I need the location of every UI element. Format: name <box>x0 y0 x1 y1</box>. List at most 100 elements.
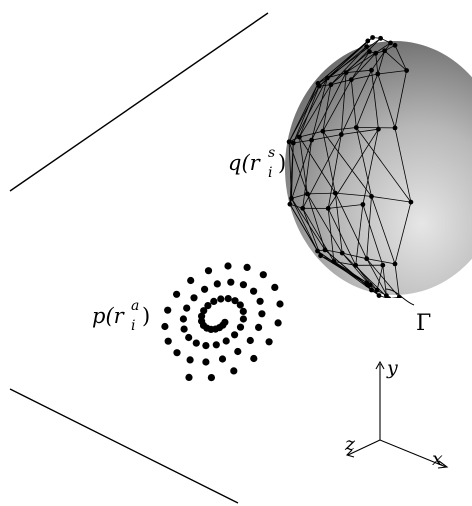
microphone-point <box>224 295 232 303</box>
mesh-edge <box>327 37 381 79</box>
mesh-edge <box>327 134 342 209</box>
mesh-edge <box>311 77 328 141</box>
mesh-edge <box>355 127 412 203</box>
mesh-edge <box>350 79 357 128</box>
microphone-point <box>210 297 218 305</box>
mesh-edge <box>377 50 385 75</box>
mesh-node <box>360 202 366 207</box>
axis-x-line <box>379 439 447 468</box>
axis-y-label: y <box>386 357 398 379</box>
mesh-edge <box>291 198 318 252</box>
microphone-point <box>164 337 172 345</box>
microphone-point <box>227 278 235 286</box>
mesh-edge <box>330 46 367 85</box>
mesh-node <box>289 196 294 201</box>
microphone-point <box>218 355 227 363</box>
pressure-label-main: p(r <box>92 304 126 328</box>
mesh-node <box>318 253 323 259</box>
coordinate-axes: y x z <box>344 357 449 470</box>
microphone-point <box>198 312 206 320</box>
microphone-point <box>250 354 258 363</box>
microphone-point <box>192 339 200 347</box>
mesh-edge <box>355 73 379 128</box>
mesh-edge <box>346 69 372 73</box>
mesh-node <box>322 247 328 253</box>
microphone-point <box>202 358 210 366</box>
microphone-point <box>271 283 279 291</box>
mesh-node <box>380 262 386 268</box>
mesh-node <box>378 35 383 41</box>
mesh-edge <box>366 258 396 265</box>
mesh-edge <box>307 192 336 195</box>
mesh-node <box>286 139 292 145</box>
microphone-point <box>180 325 188 333</box>
mesh-edge <box>376 265 384 291</box>
boundary-leader-line <box>385 288 415 306</box>
source-label-close: ) <box>278 151 286 175</box>
mesh-edge <box>371 70 379 130</box>
mesh-edge <box>322 79 352 132</box>
pressure-label-sup: a <box>131 298 139 314</box>
sphere-mesh <box>286 35 414 298</box>
mesh-node <box>309 137 314 143</box>
source-label-sub: i <box>268 165 272 181</box>
mesh-edge <box>362 129 379 205</box>
mesh-edge <box>307 193 343 254</box>
mesh-edge <box>292 77 328 144</box>
mesh-node <box>325 206 331 211</box>
mesh-edge <box>394 45 407 71</box>
mesh-node <box>369 194 374 199</box>
mesh-edge <box>299 136 308 194</box>
axis-x-arrow <box>437 460 449 469</box>
microphone-point <box>212 341 220 349</box>
microphone-point <box>204 267 213 275</box>
microphone-point <box>198 317 206 325</box>
mesh-edge <box>327 208 357 266</box>
mesh-edge <box>328 204 363 209</box>
mesh-edge <box>371 42 391 71</box>
mesh-edge <box>355 204 364 266</box>
microphone-point <box>224 262 232 270</box>
mesh-edge <box>322 131 336 194</box>
microphone-point <box>173 349 181 357</box>
sphere-body <box>285 41 472 295</box>
mesh-node <box>392 125 398 131</box>
mesh-edge <box>350 51 370 80</box>
mesh-edge <box>341 252 389 298</box>
microphone-point <box>217 295 225 303</box>
mesh-node <box>388 40 393 46</box>
mesh-node <box>382 48 387 54</box>
microphone-point <box>259 271 267 279</box>
mesh-edge <box>289 203 318 252</box>
axis-z-line <box>347 439 381 456</box>
microphone-point <box>161 322 169 331</box>
microphone-point <box>246 336 254 345</box>
mesh-edge <box>371 196 411 203</box>
mesh-edge <box>327 72 347 79</box>
mesh-edge <box>394 202 412 264</box>
mesh-node <box>373 50 379 56</box>
mesh-node <box>376 126 381 132</box>
mesh-edge <box>351 73 378 81</box>
mesh-node <box>297 134 302 140</box>
microphone-point <box>274 319 282 327</box>
mesh-node <box>338 132 344 137</box>
mesh-node <box>375 71 381 77</box>
microphone-array <box>161 262 284 382</box>
mesh-edge <box>322 127 357 132</box>
mesh-node <box>353 262 359 268</box>
mesh-node <box>343 70 349 75</box>
mesh-node <box>316 83 322 89</box>
mesh-edge <box>322 84 332 132</box>
mesh-edge <box>345 42 391 73</box>
mesh-node <box>369 67 374 73</box>
mesh-edge <box>340 72 347 135</box>
mesh-edge <box>299 136 336 194</box>
pressure-label-close: ) <box>142 304 150 328</box>
mesh-edge <box>288 141 292 199</box>
mesh-node <box>392 261 398 267</box>
microphone-point <box>186 356 194 364</box>
mesh-edge <box>394 127 412 203</box>
microphone-point <box>164 306 172 314</box>
mesh-edge <box>394 263 400 298</box>
